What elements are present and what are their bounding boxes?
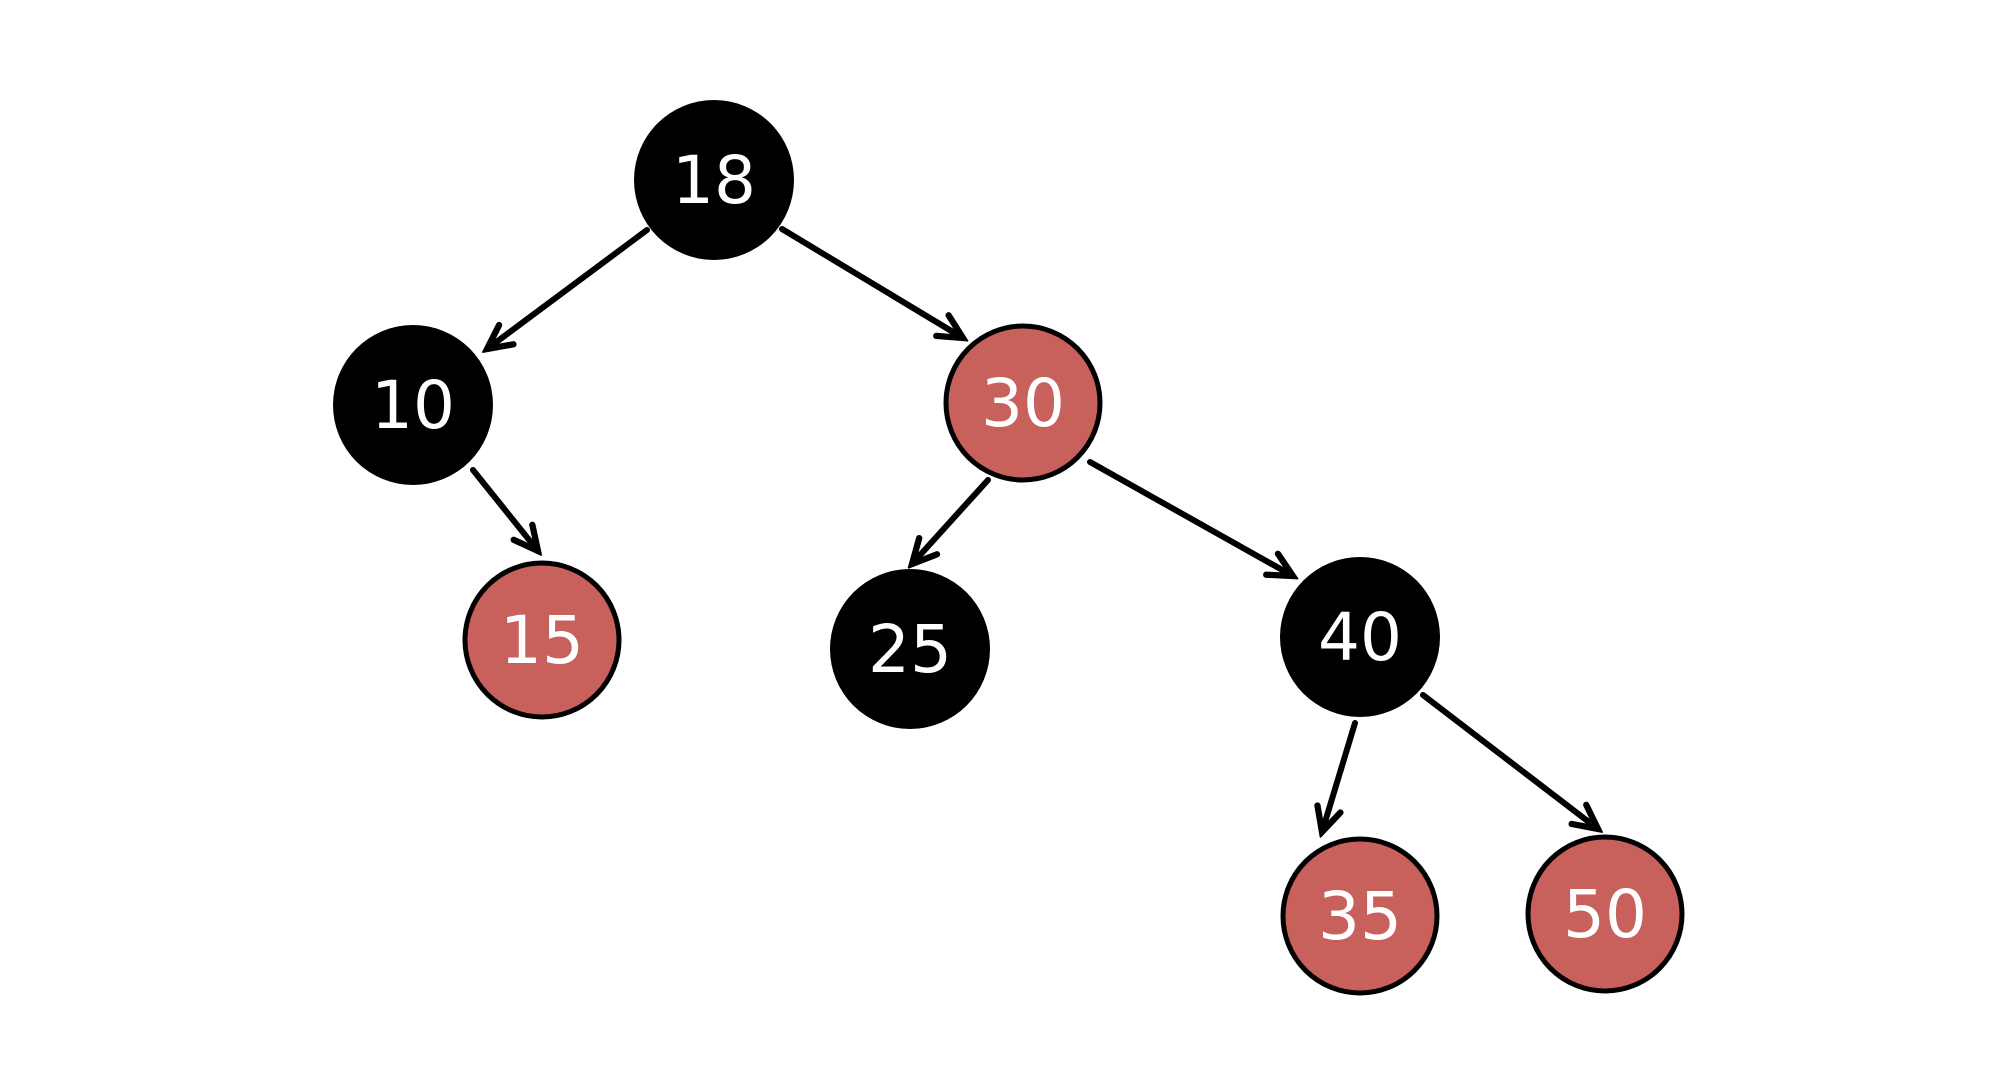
node-circle-red: [1525, 834, 1685, 994]
edge-40-50: [1420, 692, 1598, 829]
tree-node-10: 10: [333, 325, 493, 485]
node-circle-black: [333, 325, 493, 485]
node-label: 25: [868, 611, 952, 688]
tree-node-35: 35: [1280, 836, 1440, 996]
node-circle-red: [462, 560, 622, 720]
node-label: 30: [981, 365, 1065, 442]
edge-30-25: [912, 477, 991, 564]
tree-node-40: 40: [1280, 557, 1440, 717]
edge-18-10: [487, 227, 650, 349]
node-label: 40: [1318, 599, 1402, 676]
edge-40-35: [1322, 720, 1358, 832]
tree-node-25: 25: [830, 569, 990, 729]
nodes-layer: 18 10 30 15 25 40 35 50: [333, 100, 1685, 996]
tree-node-50: 50: [1525, 834, 1685, 994]
node-label: 50: [1563, 876, 1647, 953]
edges-layer: [470, 226, 1598, 832]
tree-node-18: 18: [634, 100, 794, 260]
node-label: 10: [371, 367, 455, 444]
node-circle-black: [830, 569, 990, 729]
edge-18-30: [779, 226, 963, 338]
node-circle-red: [1280, 836, 1440, 996]
node-label: 18: [672, 142, 756, 219]
edge-10-15: [470, 467, 538, 551]
tree-node-30: 30: [943, 323, 1103, 483]
edge-30-40: [1087, 459, 1293, 576]
node-circle-red: [943, 323, 1103, 483]
tree-node-15: 15: [462, 560, 622, 720]
node-label: 15: [500, 602, 584, 679]
node-circle-black: [1280, 557, 1440, 717]
node-label: 35: [1318, 878, 1402, 955]
node-circle-black: [634, 100, 794, 260]
